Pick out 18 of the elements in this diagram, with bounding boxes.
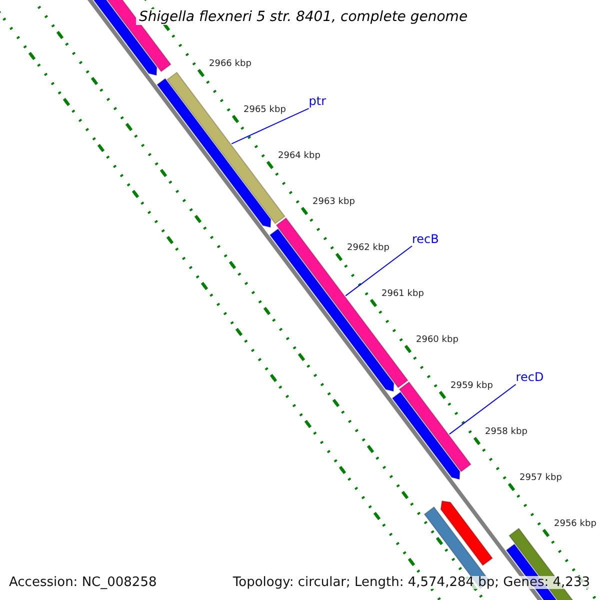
- scale-label: 2963 kbp: [312, 198, 355, 207]
- genome-info-text: Topology: circular; Length: 4,574,284 bp; Genes: 4,233: [232, 576, 590, 589]
- gene-label: recB: [412, 233, 439, 246]
- gene-label: recD: [516, 371, 544, 384]
- gene-bar: [398, 381, 472, 472]
- scale-label: 2957 kbp: [520, 474, 562, 483]
- scale-label: 2956 kbp: [554, 520, 596, 529]
- accession-text: Accession: NC_008258: [9, 576, 157, 589]
- scale-label: 2964 kbp: [278, 152, 320, 161]
- leader-line: [231, 108, 310, 144]
- scale-label: 2961 kbp: [382, 290, 424, 299]
- gene-label: ptr: [308, 95, 326, 108]
- scale-label: 2965 kbp: [244, 106, 286, 115]
- scale-label: 2959 kbp: [450, 382, 493, 391]
- scale-label: 2962 kbp: [347, 244, 390, 253]
- leader-line: [345, 246, 412, 296]
- gene-bar: [276, 217, 408, 388]
- leader-line: [448, 384, 516, 435]
